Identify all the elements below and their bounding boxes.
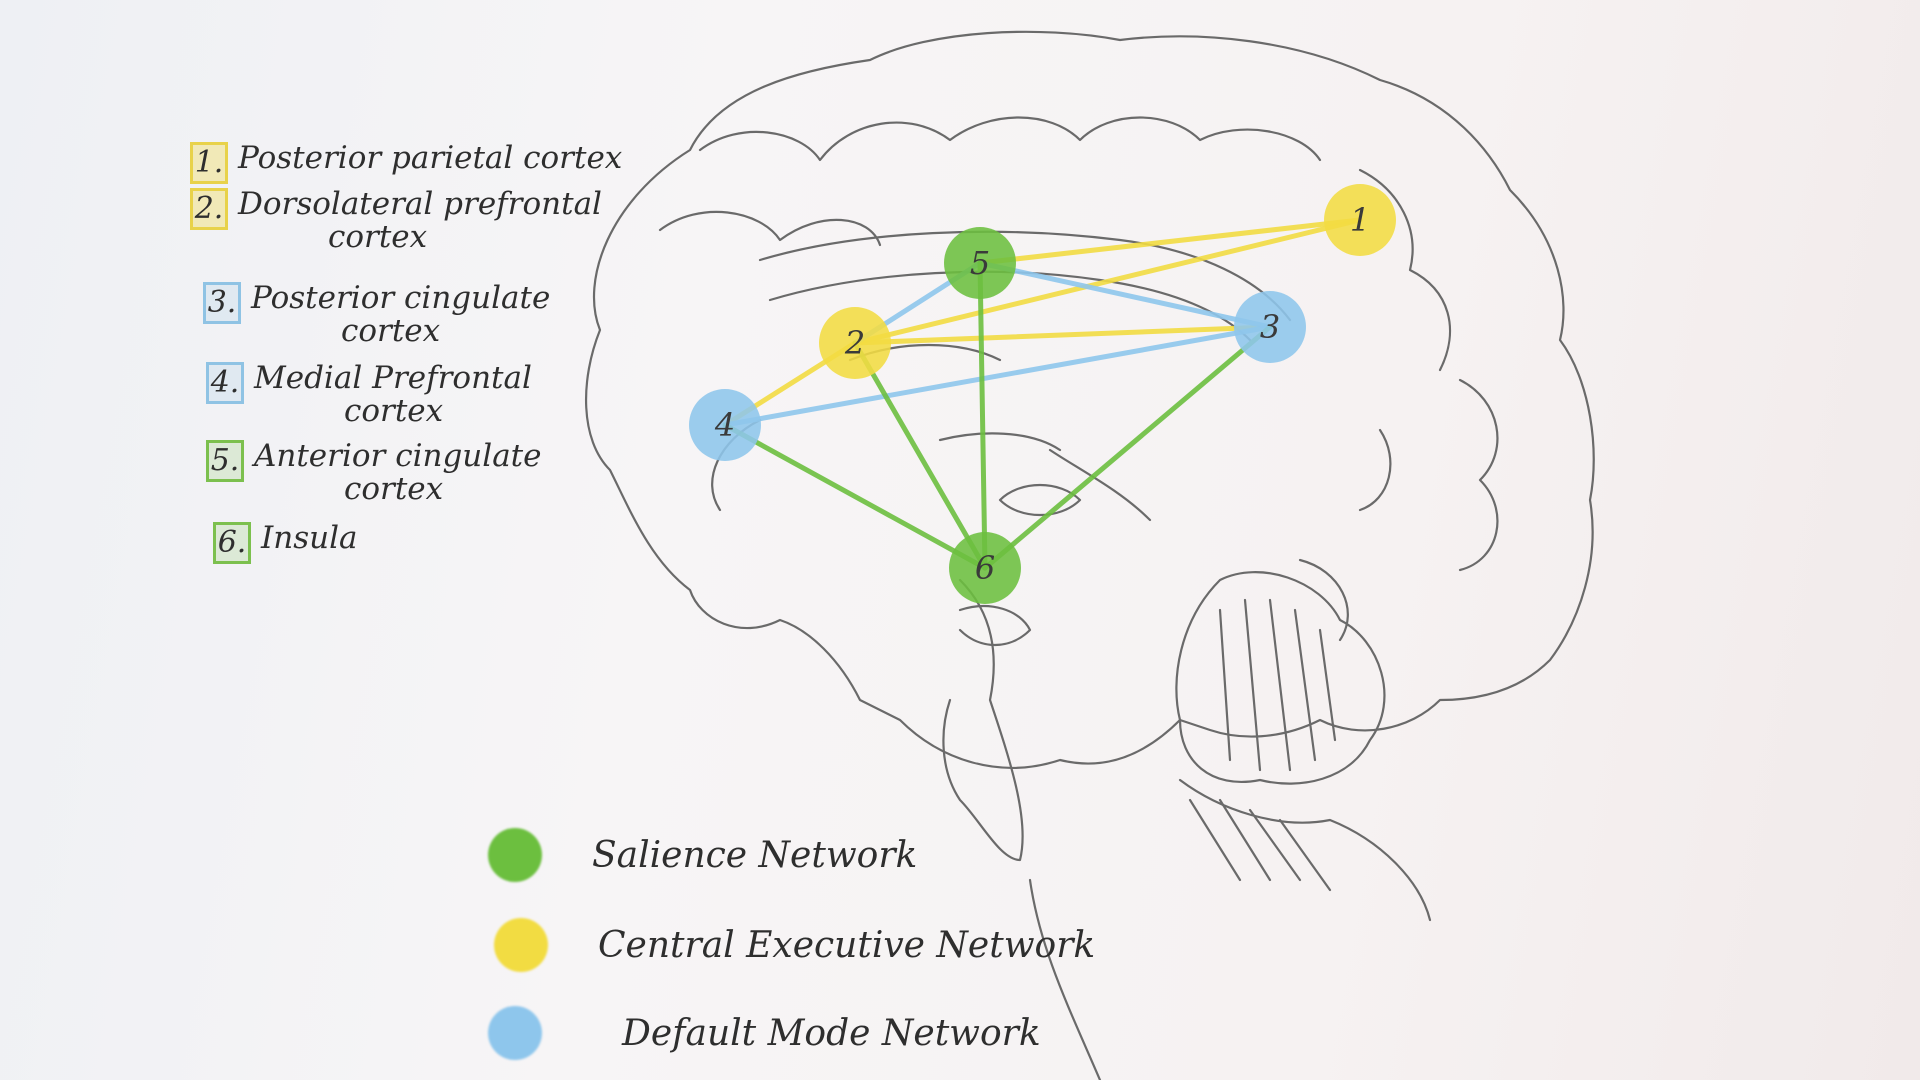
central-executive-label: Central Executive Network bbox=[598, 924, 1096, 966]
region-5-number: 5. bbox=[206, 440, 244, 482]
connection-2-6 bbox=[852, 340, 988, 571]
connection-4-6 bbox=[722, 422, 988, 571]
region-legend-6: 6. Insula bbox=[213, 522, 357, 564]
connection-3-6 bbox=[982, 324, 1273, 571]
node-2: 2 bbox=[819, 307, 891, 379]
node-5-label: 5 bbox=[970, 244, 990, 282]
region-5-label: Anterior cingulate bbox=[254, 438, 542, 474]
node-6-label: 6 bbox=[975, 549, 995, 587]
node-1: 1 bbox=[1324, 184, 1396, 256]
node-4: 4 bbox=[689, 389, 761, 461]
region-4-label: Medial Prefrontal bbox=[254, 360, 532, 396]
salience-label: Salience Network bbox=[592, 834, 918, 876]
connection-2-3 bbox=[852, 324, 1273, 346]
node-2-circle bbox=[819, 307, 891, 379]
region-1-label: Posterior parietal cortex bbox=[238, 140, 623, 176]
node-3-circle bbox=[1234, 291, 1306, 363]
connection-5-3 bbox=[977, 260, 1273, 330]
network-legend-default-mode: Default Mode Network bbox=[488, 1006, 1041, 1060]
node-1-circle bbox=[1324, 184, 1396, 256]
region-legend-3: 3. Posterior cingulate cortex bbox=[203, 282, 550, 347]
region-nodes: 1 2 3 4 5 6 bbox=[689, 184, 1396, 604]
node-4-label: 4 bbox=[714, 406, 735, 444]
region-3-label: Posterior cingulate bbox=[251, 280, 551, 316]
connection-4-3 bbox=[722, 324, 1273, 428]
connection-5-1 bbox=[977, 217, 1363, 266]
region-6-label: Insula bbox=[261, 520, 358, 556]
node-5: 5 bbox=[944, 227, 1016, 299]
network-legend-central-executive: Central Executive Network bbox=[494, 918, 1095, 972]
node-3: 3 bbox=[1234, 291, 1306, 363]
region-2-label: Dorsolateral prefrontal bbox=[238, 186, 602, 222]
connection-2-1 bbox=[852, 217, 1363, 346]
region-1-number: 1. bbox=[190, 142, 228, 184]
node-6-circle bbox=[949, 532, 1021, 604]
node-2-label: 2 bbox=[844, 324, 865, 362]
salience-dot bbox=[488, 828, 542, 882]
region-6-number: 6. bbox=[213, 522, 251, 564]
region-4-label-cont: cortex bbox=[344, 392, 444, 429]
node-6: 6 bbox=[949, 532, 1021, 604]
region-4-number: 4. bbox=[206, 362, 244, 404]
network-legend-salience: Salience Network bbox=[488, 828, 917, 882]
connection-5-6 bbox=[977, 260, 988, 571]
region-2-label-cont: cortex bbox=[328, 218, 428, 255]
region-3-label-cont: cortex bbox=[341, 312, 441, 349]
central-executive-dot bbox=[494, 918, 548, 972]
region-legend-4: 4. Medial Prefrontal cortex bbox=[206, 362, 532, 427]
region-2-number: 2. bbox=[190, 188, 228, 230]
region-5-label-cont: cortex bbox=[344, 470, 444, 507]
region-legend-5: 5. Anterior cingulate cortex bbox=[206, 440, 541, 505]
node-3-label: 3 bbox=[1260, 308, 1280, 346]
region-legend-2: 2. Dorsolateral prefrontal cortex bbox=[190, 188, 602, 253]
region-3-number: 3. bbox=[203, 282, 241, 324]
default-mode-dot bbox=[488, 1006, 542, 1060]
region-legend-1: 1. Posterior parietal cortex bbox=[190, 142, 622, 184]
node-4-circle bbox=[689, 389, 761, 461]
default-mode-label: Default Mode Network bbox=[622, 1012, 1041, 1054]
node-1-label: 1 bbox=[1350, 201, 1370, 239]
node-5-circle bbox=[944, 227, 1016, 299]
